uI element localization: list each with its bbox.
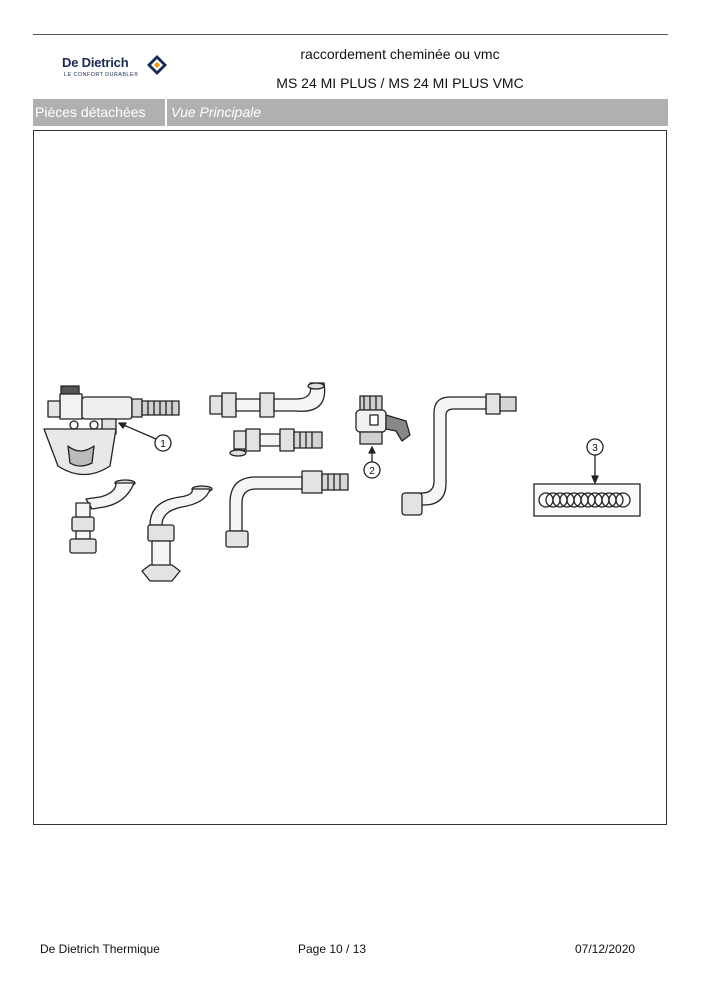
callout-3-leader xyxy=(586,438,604,484)
pipe-straight-bend-up xyxy=(209,382,326,418)
siphon-assembly xyxy=(43,385,180,476)
washer-set xyxy=(533,483,641,517)
callout-1-leader xyxy=(118,422,172,452)
callout-3: 3 xyxy=(592,443,598,454)
pipe-bottom-b xyxy=(141,485,213,582)
callout-2-leader xyxy=(363,446,381,479)
pipe-bottom-c xyxy=(225,470,349,548)
document-model: MS 24 MI PLUS / MS 24 MI PLUS VMC xyxy=(276,75,524,91)
parts-diagram-frame: 1 2 3 xyxy=(33,130,667,825)
section-divider xyxy=(165,99,167,126)
footer-date: 07/12/2020 xyxy=(575,942,636,956)
logo-name: De Dietrich xyxy=(62,55,129,70)
parts-diagram: 1 2 3 xyxy=(43,382,641,582)
view-label: Vue Principale xyxy=(171,104,262,120)
callout-1: 1 xyxy=(160,439,166,450)
footer-page-number: Page 10 / 13 xyxy=(298,942,367,956)
section-header-bar: Pièces détachées Vue Principale xyxy=(33,99,668,126)
ball-valve xyxy=(355,395,411,445)
pipe-bottom-a xyxy=(69,479,136,554)
section-label: Pièces détachées xyxy=(35,104,146,120)
brand-logo: De Dietrich LE CONFORT DURABLE® xyxy=(62,55,172,81)
pipe-straight-bend-down xyxy=(229,428,323,457)
callout-2: 2 xyxy=(369,466,375,477)
logo-tagline: LE CONFORT DURABLE® xyxy=(64,72,139,78)
document-title: raccordement cheminée ou vmc xyxy=(300,46,500,62)
logo-diamond-icon xyxy=(147,55,167,75)
top-rule xyxy=(33,34,668,35)
footer-company: De Dietrich Thermique xyxy=(40,942,160,956)
pipe-tall-s xyxy=(401,393,517,516)
